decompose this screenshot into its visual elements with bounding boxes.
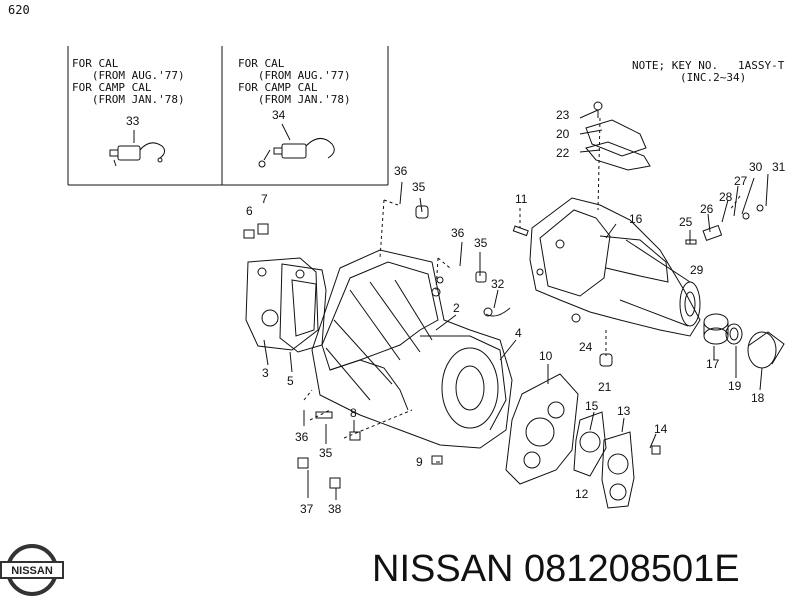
callout-15: 15 [585,399,599,413]
inset-right-line-3: FOR CAMP CAL [238,81,318,94]
callout-20: 20 [556,127,570,141]
inset-left-line-1: FOR CAL [72,57,119,70]
sensor-33-drawing [109,130,166,167]
part-number-caption: NISSAN 081208501E [372,548,740,590]
nissan-logo-text: NISSAN [11,565,53,577]
inset-left-line-2: (FROM AUG.'77) [72,69,185,82]
inset-right-line-2: (FROM AUG.'77) [238,69,351,82]
extension-housing-16-drawing [529,197,701,337]
leader-lines [303,117,741,439]
callout-11: 11 [515,192,528,206]
inset-frame [67,46,389,186]
gasket-12-drawing [573,411,607,477]
callout-25: 25 [679,215,693,229]
sensor-34-drawing [258,123,335,168]
callout-38: 38 [328,502,342,516]
callout-27: 27 [734,174,748,188]
callout-10: 10 [539,349,553,363]
callout-9: 9 [416,455,423,469]
gasket-13-drawing [601,431,635,509]
callout-36-a: 36 [394,164,408,178]
callout-24: 24 [579,340,593,354]
callout-21: 21 [598,380,612,394]
callout-12: 12 [575,487,589,501]
callout-33: 33 [126,114,140,128]
callout-36-c: 36 [295,430,309,444]
callout-36-b: 36 [451,226,465,240]
callout-4: 4 [515,326,522,340]
inset-left-line-4: (FROM JAN.'78) [72,93,185,106]
adapter-plate-10-drawing [505,373,579,485]
callout-35-b: 35 [474,236,488,250]
note-line-1: NOTE; KEY NO. 1ASSY-T [632,59,785,72]
callout-22: 22 [556,146,570,160]
callout-26: 26 [700,202,714,216]
callout-2: 2 [453,301,460,315]
callout-37: 37 [300,502,314,516]
note-line-2: (INC.2~34) [680,71,747,84]
callout-28: 28 [719,190,733,204]
nissan-logo: NISSAN [0,542,64,598]
callout-14: 14 [654,422,668,436]
callout-17: 17 [706,357,720,371]
bell-housing-2-drawing [311,249,513,449]
callout-18: 18 [751,391,765,405]
top-cover-20-22-drawing [585,101,651,171]
callout-7: 7 [261,192,268,206]
callout-32: 32 [491,277,505,291]
callout-13: 13 [617,404,631,418]
fasteners-drawing [243,204,764,489]
gasket-3-drawing [245,257,319,366]
inset-right-line-4: (FROM JAN.'78) [238,93,351,106]
callout-16: 16 [629,212,643,226]
callout-23: 23 [556,108,570,122]
callout-leaders [303,109,769,500]
callout-34: 34 [272,108,286,122]
callout-5: 5 [287,374,294,388]
callout-31: 31 [772,160,786,174]
gasket-5-drawing [279,263,327,373]
callout-35-a: 35 [412,180,426,194]
page-code: 620 [8,3,30,17]
callout-3: 3 [262,366,269,380]
inset-left-line-3: FOR CAMP CAL [72,81,152,94]
inset-right-line-1: FOR CAL [238,57,285,70]
callout-35-c: 35 [319,446,333,460]
callout-19: 19 [728,379,742,393]
callout-29: 29 [690,263,704,277]
rear-seal-parts-drawing [703,313,785,391]
callout-6: 6 [246,204,253,218]
callout-30: 30 [749,160,763,174]
callout-8: 8 [350,406,357,420]
